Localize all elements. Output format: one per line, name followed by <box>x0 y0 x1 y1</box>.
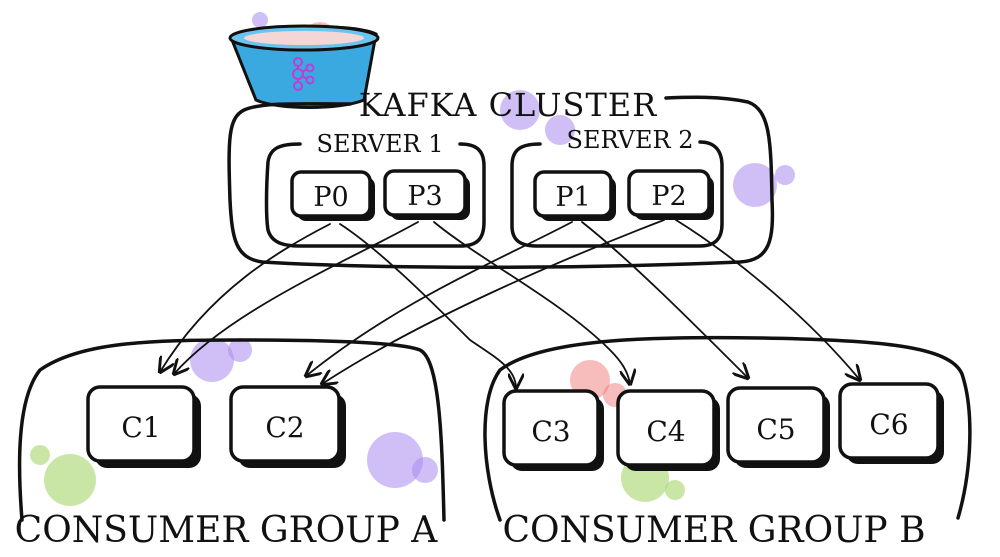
consumer-box: C4 <box>616 389 720 471</box>
consumer-box: C2 <box>229 385 346 468</box>
partition-box: P0 <box>290 170 375 221</box>
assignment-arrows <box>160 219 860 388</box>
partition-label: P0 <box>313 182 348 213</box>
server-2: SERVER 2 P1 P2 <box>510 126 724 248</box>
partition-label: P3 <box>407 181 442 212</box>
consumer-box: C3 <box>502 389 604 471</box>
server-2-label: SERVER 2 <box>567 126 694 154</box>
consumer-label: C6 <box>869 408 908 441</box>
consumer-box: C6 <box>838 382 944 464</box>
partition-box: P2 <box>627 169 714 220</box>
server-1: SERVER 1 P0 P3 <box>264 130 486 248</box>
arrow-p1-c5 <box>581 221 748 378</box>
consumer-box: C1 <box>86 385 201 468</box>
cluster-title: KAFKA CLUSTER <box>359 86 657 124</box>
partition-box: P1 <box>533 170 616 221</box>
arrow-p2-c6 <box>675 219 860 380</box>
arrow-p0-c1 <box>160 223 331 372</box>
kafka-bucket-icon <box>228 24 380 109</box>
consumer-group-b: CONSUMER GROUP B C3 C4 C5 C6 <box>483 335 972 551</box>
arrow-p0-c3 <box>339 223 516 388</box>
consumer-label: C4 <box>646 415 685 448</box>
arrow-p3-c1 <box>174 221 419 374</box>
server-1-label: SERVER 1 <box>317 130 444 158</box>
arrow-p2-c2 <box>322 219 665 384</box>
arrow-p1-c2 <box>306 221 573 376</box>
partition-box: P3 <box>383 169 470 220</box>
consumer-label: C2 <box>265 411 304 444</box>
consumer-group-a: CONSUMER GROUP A C1 C2 <box>15 338 446 551</box>
group-b-label: CONSUMER GROUP B <box>502 510 925 551</box>
partition-label: P1 <box>555 182 590 213</box>
group-a-label: CONSUMER GROUP A <box>15 510 439 551</box>
consumer-label: C5 <box>756 413 795 446</box>
consumer-label: C3 <box>531 415 570 448</box>
arrow-p3-c4 <box>433 221 630 384</box>
consumer-label: C1 <box>121 411 160 444</box>
consumer-box: C5 <box>726 386 830 468</box>
partition-label: P2 <box>651 181 686 212</box>
